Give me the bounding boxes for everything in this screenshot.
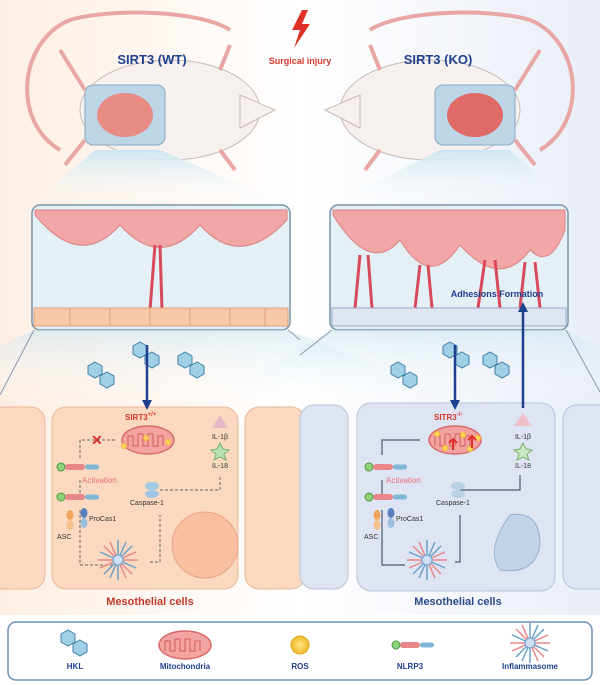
legend-label-mitochondria: Mitochondria <box>160 662 211 671</box>
wt-caspase1-label: Caspase-1 <box>130 500 164 507</box>
zoom-funnel-right <box>330 150 568 205</box>
ko-inflammasome <box>406 539 448 581</box>
ko-mouse-illustration <box>323 10 575 172</box>
legend-label-inflammasome: Inflammasome <box>502 662 559 671</box>
wt-title: SIRT3 (WT) <box>117 52 186 67</box>
wt-procas1-label: ProCas1 <box>89 516 116 523</box>
surgical-injury-label: Surgical injury <box>269 56 332 66</box>
ko-intestine-zoom-box: Adhesions Formation <box>329 204 569 331</box>
ko-mitochondria <box>428 425 482 455</box>
wt-mitochondria <box>121 425 175 455</box>
ko-asc-label: ASC <box>364 534 378 541</box>
wt-sirt3-label: SIRT3+/+ <box>125 412 157 422</box>
wt-intestine-zoom-box <box>31 204 291 331</box>
wt-mesothelial-caption: Mesothelial cells <box>106 596 193 608</box>
inflammasome-icon <box>509 622 551 664</box>
legend-label-ros: ROS <box>291 662 309 671</box>
ko-caspase1-label: Caspase-1 <box>436 500 470 507</box>
ko-title: SIRT3 (KO) <box>404 52 473 67</box>
legend-label-hkl: HKL <box>67 662 84 671</box>
legend: HKL Mitochondria ROS NLRP3 Inflammasome <box>7 621 593 681</box>
wt-mesothelial-cells <box>0 406 306 590</box>
adhesions-formation-label: Adhesions Formation <box>451 289 544 299</box>
wt-asc-label: ASC <box>57 534 71 541</box>
wt-il1b-label: IL-1β <box>212 434 228 441</box>
legend-label-nlrp3: NLRP3 <box>397 662 424 671</box>
ros-icon <box>290 635 310 655</box>
wt-mouse-illustration <box>25 10 277 172</box>
mitochondria-icon <box>158 630 212 660</box>
ko-mesothelial-caption: Mesothelial cells <box>414 596 501 608</box>
wt-inflammasome <box>97 539 139 581</box>
ko-procas1-label: ProCas1 <box>396 516 423 523</box>
ko-sirt3-label: SITR3-/- <box>434 412 462 422</box>
lightning-icon <box>292 10 310 48</box>
wt-il18-label: IL-18 <box>212 463 228 470</box>
ko-il1b-label: IL-1β <box>515 434 531 441</box>
ko-il18-label: IL-18 <box>515 463 531 470</box>
zoom-funnel-left <box>32 150 290 205</box>
ko-activation-label: Activation <box>386 476 421 485</box>
wt-activation-label: Activation <box>82 476 117 485</box>
inhibition-x-icon: ✕ <box>91 432 103 448</box>
